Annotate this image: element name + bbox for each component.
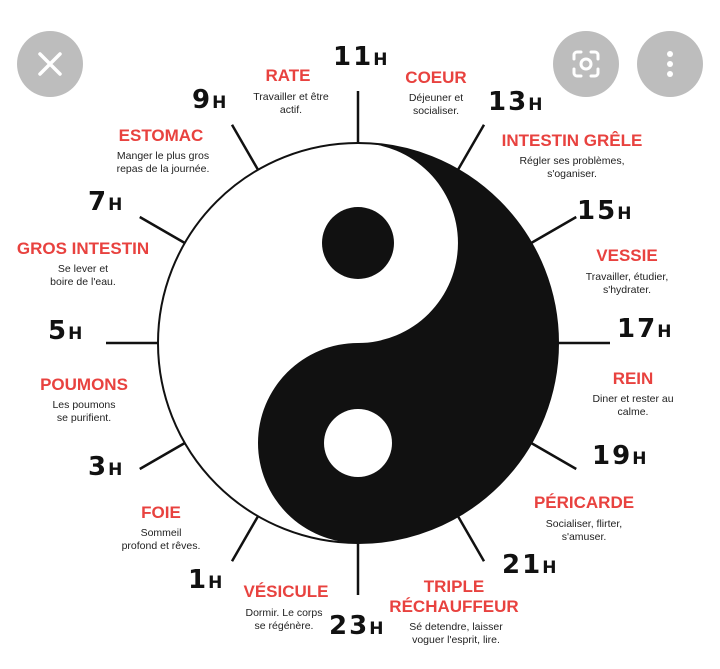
- organ-name: GROS INTESTIN: [17, 239, 149, 258]
- organ-pericarde: PÉRICARDE Socialiser, flirter, s'amuser.: [534, 493, 634, 543]
- organ-desc-line: s'hydrater.: [603, 284, 651, 296]
- organ-coeur: COEUR Déjeuner et socialiser.: [405, 68, 466, 117]
- organ-desc-line: Diner et rester au: [592, 393, 673, 405]
- organ-estomac: ESTOMAC Manger le plus gros repas de la …: [117, 126, 210, 175]
- organ-desc-line: se purifient.: [57, 412, 111, 424]
- organ-desc-line: profond et rêves.: [122, 540, 201, 552]
- organ-rein: REIN Diner et rester au calme.: [592, 369, 673, 418]
- organ-name: RATE: [265, 66, 310, 85]
- organ-desc-line: actif.: [280, 104, 302, 116]
- hour-tick: [530, 215, 577, 245]
- organ-foie: FOIE Sommeil profond et rêves.: [122, 503, 201, 552]
- organ-desc-line: Travailler et être: [253, 91, 329, 103]
- organ-rate: RATE Travailler et être actif.: [253, 66, 329, 116]
- lens-search-icon: [572, 50, 600, 78]
- organ-desc-line: Dormir. Le corps: [245, 607, 322, 619]
- hour-label-9: 9H: [192, 85, 228, 115]
- hour-tick: [230, 124, 260, 171]
- hour-ticks: [106, 91, 610, 595]
- hour-label-23: 23H: [329, 611, 385, 641]
- hour-tick: [456, 515, 486, 562]
- organ-name: POUMONS: [40, 375, 128, 394]
- organ-intestin-grele: INTESTIN GRÊLE Régler ses problèmes, s'o…: [502, 131, 643, 180]
- organ-name: ESTOMAC: [119, 126, 204, 145]
- organ-desc-line: Déjeuner et: [409, 92, 463, 104]
- organ-name: COEUR: [405, 68, 466, 87]
- organ-name: PÉRICARDE: [534, 493, 634, 512]
- organ-desc-line: voguer l'esprit, lire.: [412, 634, 500, 646]
- organ-desc-line: Sé detendre, laisser: [409, 621, 503, 633]
- more-vert-icon: [667, 51, 673, 77]
- organ-poumons: POUMONS Les poumons se purifient.: [40, 375, 128, 424]
- organ-desc-line: Socialiser, flirter,: [546, 518, 622, 530]
- organ-name: VÉSICULE: [243, 582, 328, 601]
- organ-name: TRIPLE: [424, 577, 484, 596]
- yin-dot: [322, 207, 394, 279]
- hour-tick: [456, 124, 486, 171]
- yin-yang-symbol: [157, 142, 559, 544]
- lens-search-button[interactable]: [553, 31, 619, 97]
- organ-triple-rechauffeur: TRIPLE RÉCHAUFFEUR Sé detendre, laisser …: [389, 577, 518, 646]
- organ-desc-line: Sommeil: [141, 527, 182, 539]
- organ-desc-line: Manger le plus gros: [117, 150, 209, 162]
- organ-desc-line: socialiser.: [413, 105, 459, 117]
- hour-label-3: 3H: [88, 452, 124, 482]
- organ-desc-line: Les poumons: [52, 399, 115, 411]
- organ-name: INTESTIN GRÊLE: [502, 131, 643, 150]
- organ-name: FOIE: [141, 503, 181, 522]
- organ-name: VESSIE: [596, 246, 657, 265]
- organ-desc-line: boire de l'eau.: [50, 276, 116, 288]
- hour-label-1: 1H: [188, 565, 224, 595]
- organ-desc-line: Se lever et: [58, 263, 108, 275]
- hour-label-19: 19H: [592, 441, 648, 471]
- hour-labels: 11H 13H 15H 17H 19H 21H 23H 1H 3H 5H 7H …: [48, 42, 673, 641]
- organ-desc-line: Régler ses problèmes,: [519, 155, 624, 167]
- hour-label-11: 11H: [333, 42, 389, 72]
- hour-tick: [139, 441, 186, 471]
- organ-desc-line: repas de la journée.: [117, 163, 210, 175]
- yang-dot: [324, 409, 392, 477]
- hour-tick: [139, 215, 186, 245]
- organ-gros-intestin: GROS INTESTIN Se lever et boire de l'eau…: [17, 239, 149, 288]
- more-options-button[interactable]: [637, 31, 703, 97]
- hour-label-21: 21H: [502, 550, 558, 580]
- close-button[interactable]: [17, 31, 83, 97]
- organ-vessie: VESSIE Travailler, étudier, s'hydrater.: [586, 246, 668, 296]
- organ-name-line-2: RÉCHAUFFEUR: [389, 597, 518, 616]
- organ-desc-line: s'oganiser.: [547, 168, 597, 180]
- organ-desc-line: calme.: [618, 406, 649, 418]
- organ-labels: RATE Travailler et être actif. COEUR Déj…: [17, 66, 674, 646]
- hour-label-17: 17H: [617, 314, 673, 344]
- hour-label-7: 7H: [88, 187, 124, 217]
- organ-vesicule: VÉSICULE Dormir. Le corps se régénère.: [243, 582, 328, 632]
- organ-desc-line: Travailler, étudier,: [586, 271, 668, 283]
- organ-name: REIN: [613, 369, 654, 388]
- hour-label-15: 15H: [577, 196, 633, 226]
- close-icon: [38, 52, 62, 76]
- organ-desc-line: se régénère.: [255, 620, 314, 632]
- hour-label-13: 13H: [488, 87, 544, 117]
- hour-label-5: 5H: [48, 316, 84, 346]
- hour-tick: [230, 515, 260, 562]
- hour-tick: [530, 441, 577, 471]
- organ-desc-line: s'amuser.: [562, 531, 607, 543]
